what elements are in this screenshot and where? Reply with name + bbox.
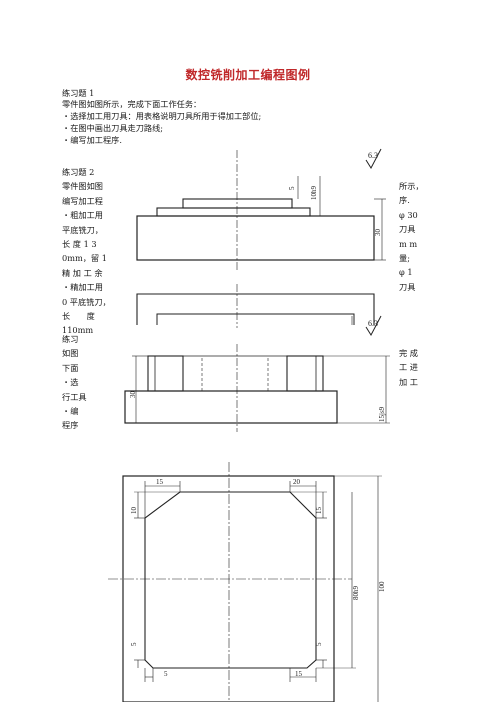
ex2-line: 平底铣刀， <box>62 224 103 235</box>
ex3-part-drawing: 6.3 30 15js9 <box>124 315 390 432</box>
ex3-line: 练习 <box>62 334 79 344</box>
ex2-right-line: m m <box>399 238 418 249</box>
ex2-line: 长 度 <box>62 311 95 322</box>
ex2-part-drawing: 6.3 5 10h9 30 <box>136 148 386 270</box>
ex1-bullet: ・在图中画出刀具走刀路线; <box>62 123 164 133</box>
ex1-intro: 零件图如图所示，完成下面工作任务： <box>62 99 202 109</box>
dim-15-right: 15 <box>315 507 323 515</box>
ex1-heading: 练习题 1 <box>62 88 95 98</box>
ex2-line: 编写加工程 <box>62 195 103 206</box>
ex2-line: 长 度 1 3 <box>62 239 97 250</box>
ex3-left-column: 练习 如图 下面 ・选 行工具 ・编 程序 <box>62 332 87 433</box>
ex3-line: ・编 <box>62 406 79 417</box>
roughness-label-2: 6.3 <box>368 319 378 328</box>
ex3-right-line: 完 成 <box>399 348 418 358</box>
ex2-right-line: 序. <box>399 195 410 206</box>
ex2-left-column: 练习题 2 零件图如图 编写加工程 ・粗加工用 平底铣刀， 长 度 1 3 0m… <box>62 165 111 338</box>
dim-20-top: 20 <box>293 478 301 486</box>
roughness-label: 6.3 <box>368 151 378 160</box>
ex3-line: 下面 <box>62 362 79 373</box>
ex2-right-line: 刀具 <box>399 224 416 235</box>
ex2-second-drawing <box>136 284 375 328</box>
ex2-right-line: 量; <box>399 253 410 264</box>
dim-15-bottom: 15 <box>295 670 303 678</box>
ex3-line: 如图 <box>62 348 79 359</box>
ex3-line: 行工具 <box>62 391 87 402</box>
dim-30b: 30 <box>129 391 137 399</box>
ex1-bullet: ・编写加工程序. <box>62 135 122 145</box>
ex2-line: 0mm，留 1 <box>62 253 107 264</box>
dim-100: 100 <box>378 581 386 592</box>
ex2-right-line: φ 30 <box>399 209 418 220</box>
document-title: 数控铣削加工编程图例 <box>185 68 311 82</box>
ex2-line: 110mm <box>62 325 94 336</box>
ex1-bullet: ・选择加工用刀具：用表格说明刀具所用于得加工部位; <box>62 111 262 121</box>
ex2-line: ・粗加工用 <box>62 210 103 221</box>
ex2-right-line: 刀具 <box>399 281 416 292</box>
pocket-top-view: 15 20 10 15 5 5 5 15 80 <box>108 462 386 702</box>
ex3-right-line: 加 工 <box>399 376 418 387</box>
ex2-line: ・精加工用 <box>62 282 103 293</box>
ex3-right-column: 完 成 工 进 加 工 <box>399 346 418 389</box>
ex3-line: ・选 <box>62 377 79 388</box>
ex2-line: 精 加 工 余 <box>62 267 103 278</box>
ex2-right-line: φ 1 <box>399 267 413 278</box>
dim-5: 5 <box>288 186 296 190</box>
ex2-line: 练习题 2 <box>62 167 95 177</box>
dim-5-right: 5 <box>315 642 323 646</box>
ex3-line: 程序 <box>62 420 79 431</box>
dim-5-bottom: 5 <box>164 670 168 678</box>
dim-15-top: 15 <box>156 478 164 486</box>
roughness-symbol: 6.3 <box>365 148 382 170</box>
dim-15js9: 15js9 <box>378 406 386 422</box>
dim-10h9: 10h9 <box>310 186 318 201</box>
dim-5-left: 5 <box>130 642 138 646</box>
dim-80h9: 80h9 <box>352 586 360 601</box>
ex2-line: 零件图如图 <box>62 181 103 192</box>
ex2-right-line: 所示， <box>399 181 424 191</box>
ex3-right-line: 工 进 <box>399 362 418 373</box>
ex2-line: 0 平底铣刀， <box>62 296 111 307</box>
dim-30: 30 <box>374 229 382 237</box>
dim-10-left: 10 <box>130 507 138 515</box>
ex2-right-column: 所示， 序. φ 30 刀具 m m 量; φ 1 刀具 <box>399 179 424 294</box>
roughness-symbol-2: 6.3 <box>365 315 382 337</box>
